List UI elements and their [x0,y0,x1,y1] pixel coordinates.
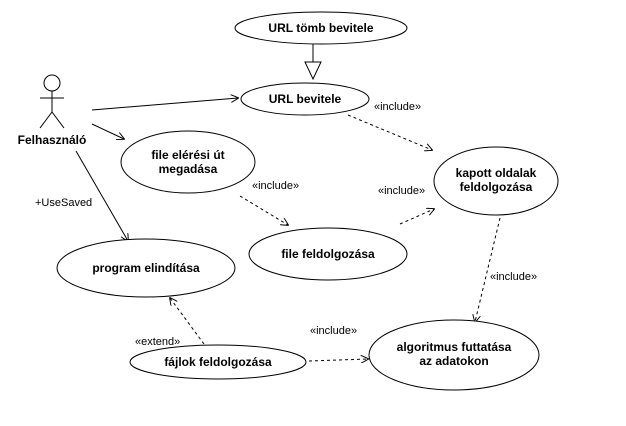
use-case-label: program elindítása [92,261,200,275]
use-case-program-elinditasa[interactable]: program elindítása [56,238,236,298]
use-case-label: file feldolgozása [281,247,375,261]
usesaved-label: +UseSaved [35,197,92,209]
use-case-label-line1: file elérési út [151,148,224,162]
include-url-kapott [347,114,432,150]
include-fajlok-algoritmus [308,359,368,361]
assoc-actor-program-inditasa [75,150,128,241]
include-kapott-in-label: «include» [378,185,425,197]
use-case-url-tomb-bevitele[interactable]: URL tömb bevitele [234,11,408,45]
include-file-label: «include» [252,180,299,192]
assoc-actor-file-eleresi [91,123,124,139]
use-case-file-eleresi-ut-megadasa[interactable]: file elérési út megadása [120,130,256,194]
use-case-label: fájlok feldolgozása [164,355,272,369]
use-case-label-line1: kapott oldalak [456,166,537,180]
include-kapott-algoritmus [475,217,501,322]
use-case-label-line2: feldolgozása [460,180,533,194]
use-case-kapott-oldalak-feldolgozasa[interactable]: kapott oldalak feldolgozása [433,146,559,216]
actor-name: Felhasználó [18,133,87,147]
use-case-label-line1: algoritmus futtatása [397,340,512,354]
generalization-triangle [304,61,322,81]
use-case-algoritmus-futtatasa[interactable]: algoritmus futtatása az adatokon [368,319,540,391]
extend-label: «extend» [135,336,180,348]
use-case-label: URL tömb bevitele [268,21,373,35]
include-fajlok-label: «include» [310,325,357,337]
include-file-eleresi-feldolgozas [239,195,288,225]
use-case-url-bevitele[interactable]: URL bevitele [240,82,370,116]
use-case-label-line2: az adatokon [419,354,488,368]
use-case-label-line2: megadása [159,162,218,176]
actor-left-leg [39,111,53,129]
include-file-kapott [399,209,434,225]
assoc-actor-url-bevitele [91,98,238,111]
actor-right-leg [51,111,65,129]
use-case-fajlok-feldolgozasa[interactable]: fájlok feldolgozása [129,344,307,380]
include-url-label: «include» [374,101,421,113]
use-case-file-feldolgozasa[interactable]: file feldolgozása [248,227,408,281]
actor-head [43,74,61,92]
include-algo-label: «include» [490,271,537,283]
use-case-label: URL bevitele [269,92,342,106]
actor-figure[interactable] [39,74,65,129]
